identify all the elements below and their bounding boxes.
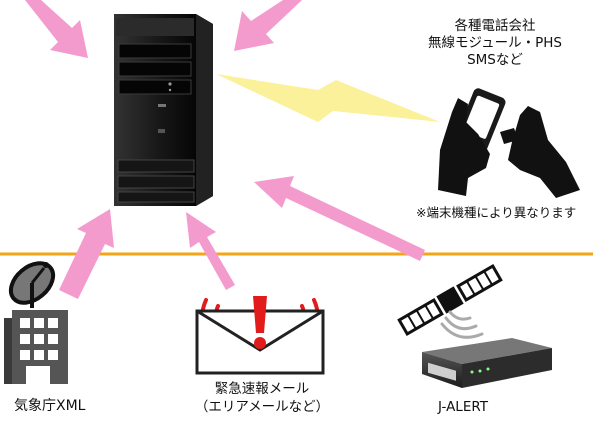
alert-envelope-icon (195, 296, 325, 375)
arrow-top-left (25, 0, 88, 58)
receiver-box-icon (422, 338, 552, 388)
office-building-icon (4, 310, 68, 384)
arrow-from-jalert (254, 176, 425, 261)
satellite-dish-icon (8, 261, 56, 308)
arrows (25, 0, 425, 299)
jalert-label: J-ALERT (438, 399, 489, 415)
carrier-line-1: 各種電話会社 (454, 18, 536, 34)
satellite-icon (397, 264, 503, 336)
jma-xml-label: 気象庁XML (14, 398, 86, 414)
carrier-line-3: SMSなど (467, 52, 523, 68)
lightning-icon (216, 74, 440, 122)
smartphone-hands-icon (438, 86, 580, 198)
arrow-from-emergency (186, 212, 235, 290)
arrow-from-jma (59, 209, 114, 299)
emergency-mail-sublabel: （エリアメールなど） (194, 399, 330, 415)
carrier-label: 各種電話会社 無線モジュール・PHS SMSなど (400, 18, 590, 69)
arrow-top-right (234, 0, 302, 51)
emergency-mail-label: 緊急速報メール (214, 381, 310, 397)
server-tower-icon (114, 14, 213, 206)
carrier-line-2: 無線モジュール・PHS (428, 35, 562, 51)
device-note: ※端末機種により異なります (416, 205, 577, 220)
signal-waves (440, 310, 484, 339)
